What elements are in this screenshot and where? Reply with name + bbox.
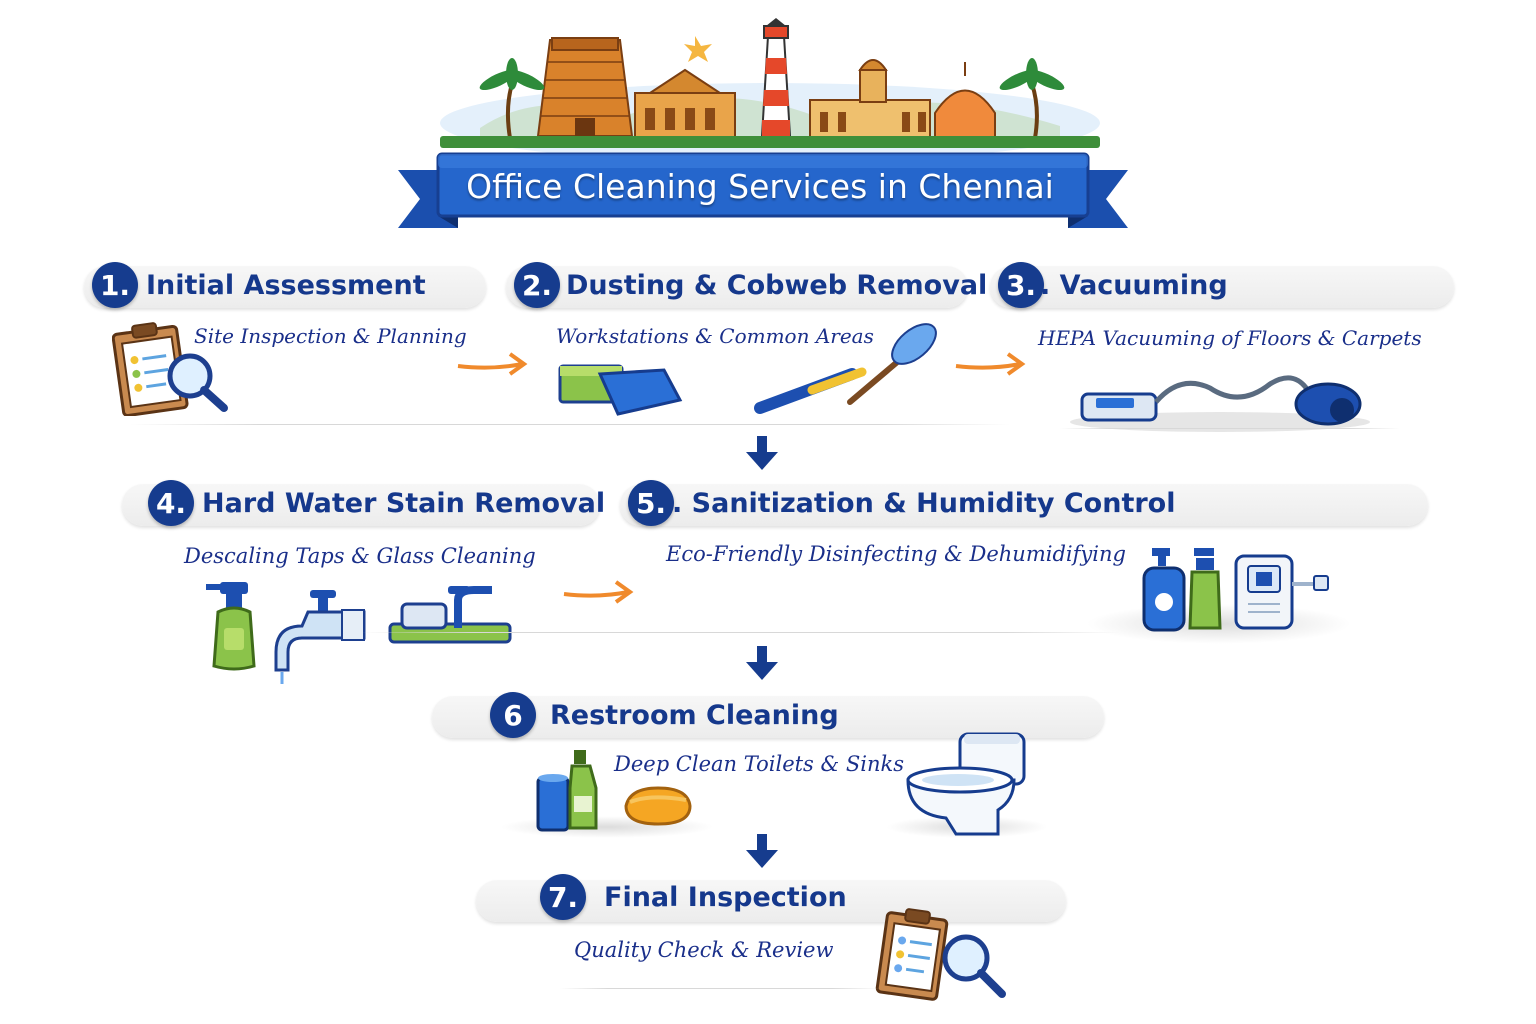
divider <box>1060 428 1400 429</box>
step-3-header <box>990 266 1454 308</box>
magnifier-icon <box>942 934 1006 998</box>
down-arrow-icon <box>746 646 778 680</box>
spray-bottle-icon <box>206 582 256 671</box>
step-5-subtitle: Eco-Friendly Disinfecting & Dehumidifyin… <box>666 542 1126 566</box>
divider <box>130 424 1010 425</box>
step-7-number-badge: 7. <box>540 874 586 920</box>
sink-tap-icon <box>388 586 512 644</box>
magnifier-icon <box>167 353 228 412</box>
step-3-number-badge: 3. <box>998 262 1044 308</box>
step-2-number-badge: 2. <box>514 262 560 308</box>
down-arrow-icon <box>746 436 778 470</box>
soap-dispenser-icon <box>1142 548 1222 632</box>
step-2-title: Dusting & Cobweb Removal <box>566 270 988 301</box>
step-6-subtitle: Deep Clean Toilets & Sinks <box>614 752 905 776</box>
arrow-orange-1 <box>457 352 528 376</box>
divider <box>360 632 1120 633</box>
step-4-header <box>122 484 600 526</box>
microfiber-cloth-icon <box>558 364 683 416</box>
step-2-header <box>506 266 968 308</box>
faucet-icon <box>274 590 366 684</box>
step-7-subtitle: Quality Check & Review <box>574 938 834 962</box>
dehumidifier-icon <box>1234 554 1329 630</box>
divider <box>560 988 880 989</box>
step-6-header <box>432 696 1104 738</box>
step-1-title: Initial Assessment <box>146 270 426 301</box>
step-6-title: Restroom Cleaning <box>550 700 839 731</box>
step-7-title: Final Inspection <box>604 882 847 913</box>
step-3-subtitle: HEPA Vacuuming of Floors & Carpets <box>1038 326 1422 350</box>
step-4-number-badge: 4. <box>148 480 194 526</box>
step-6-number-badge: 6 <box>490 692 536 738</box>
step-5-header <box>620 484 1428 526</box>
cleaning-supplies-icon <box>536 750 598 832</box>
toilet-icon <box>906 732 1026 836</box>
down-arrow-icon <box>746 834 778 868</box>
step-3-title: . Vacuuming <box>1040 270 1228 301</box>
vacuum-cleaner-icon <box>1070 375 1370 432</box>
arrow-orange-3 <box>563 580 634 604</box>
step-4-title: Hard Water Stain Removal <box>202 488 606 519</box>
step-1-header <box>84 266 486 308</box>
title-banner <box>398 152 1128 228</box>
step-1-number-badge: 1. <box>92 262 138 308</box>
step-1-subtitle: Site Inspection & Planning <box>194 324 467 348</box>
skyline-icon <box>440 18 1100 158</box>
sponge-icon <box>624 786 692 826</box>
page-title: Office Cleaning Services in Chennai <box>466 166 1054 206</box>
arrow-orange-2 <box>955 352 1026 376</box>
duster-icon <box>754 323 937 414</box>
step-5-number-badge: 5. <box>628 480 674 526</box>
step-2-subtitle: Workstations & Common Areas <box>556 324 874 348</box>
step-5-title: . Sanitization & Humidity Control <box>672 488 1176 519</box>
clipboard-icon <box>875 908 949 1001</box>
step-4-subtitle: Descaling Taps & Glass Cleaning <box>184 544 536 568</box>
